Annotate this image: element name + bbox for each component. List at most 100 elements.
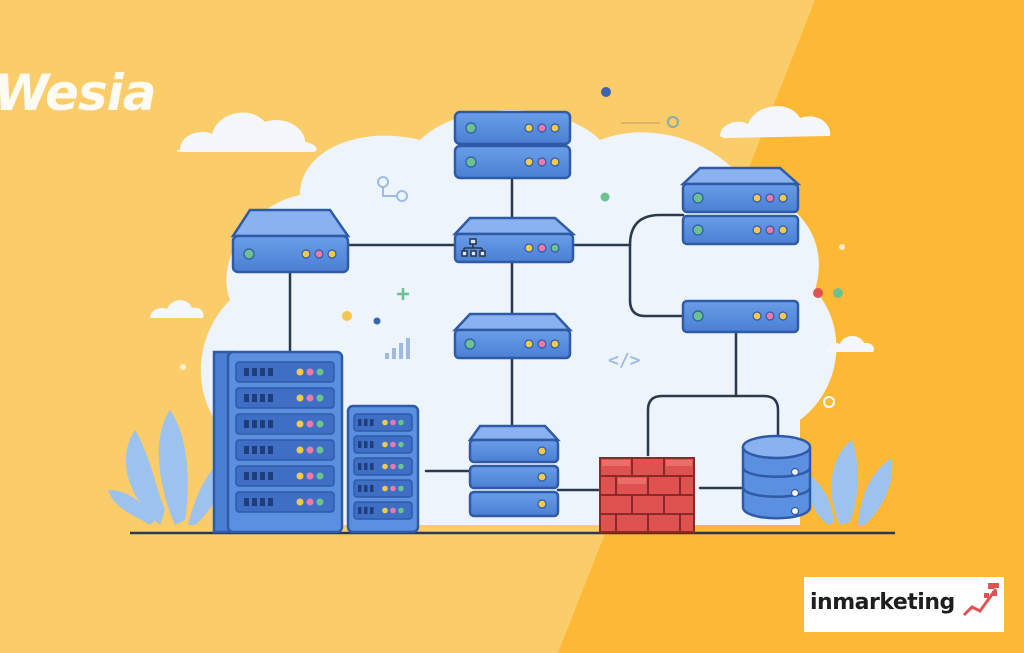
rack-vent [252, 472, 257, 480]
rack-vent [364, 419, 368, 426]
rack-vent [364, 507, 368, 514]
rack-vent [252, 394, 257, 402]
rack-led [306, 446, 314, 454]
rack-vent [370, 485, 374, 492]
rack-led [382, 441, 388, 448]
rack-led [306, 368, 314, 376]
rack-drive-bay [235, 465, 335, 487]
status-leds [243, 248, 337, 260]
rack-led [390, 485, 396, 492]
rack-vent [244, 472, 249, 480]
rack-vent [358, 485, 362, 492]
rack-vent [244, 394, 249, 402]
chart-icon [385, 338, 410, 359]
rack-vent [370, 419, 374, 426]
rack-led [306, 394, 314, 402]
rack-led [398, 485, 404, 492]
rack-led [390, 507, 396, 514]
status-leds [524, 243, 560, 253]
plant-left [108, 410, 228, 525]
status-leds [692, 192, 788, 236]
rack-vent [268, 498, 273, 506]
rack-vent [358, 419, 362, 426]
rack-led [316, 446, 324, 454]
rack-vent [244, 498, 249, 506]
rack-led [306, 420, 314, 428]
rack-led [398, 463, 404, 470]
database-icon [741, 434, 812, 520]
rack-led [296, 472, 304, 480]
rack-drive-bay [235, 361, 335, 383]
rack-vent [268, 446, 273, 454]
rack-vent [358, 463, 362, 470]
rack-rows [235, 361, 413, 520]
code-icon: </> [608, 350, 641, 371]
cloud-icon [826, 335, 874, 352]
rack-vent [268, 368, 273, 376]
rack-vent [268, 394, 273, 402]
rack-vent [260, 420, 265, 428]
rack-vent [370, 441, 374, 448]
rack-led [390, 463, 396, 470]
status-leds [465, 122, 560, 168]
status-leds [537, 446, 547, 509]
cloud-icon [150, 300, 204, 318]
server-stack-center [467, 424, 561, 518]
rack-vent [260, 394, 265, 402]
cloud-icon [176, 112, 317, 152]
rack-vent [260, 368, 265, 376]
rack-drive-bay [235, 491, 335, 513]
rack-vent [244, 420, 249, 428]
rack-vent [268, 472, 273, 480]
rack-led [390, 419, 396, 426]
rack-vent [268, 420, 273, 428]
rack-drive-bay [235, 439, 335, 461]
rack-vent [260, 472, 265, 480]
rack-led [316, 472, 324, 480]
rack-led [296, 446, 304, 454]
rack-led [398, 507, 404, 514]
node-link-icon [377, 176, 408, 202]
rack-vent [358, 507, 362, 514]
rack-vent [364, 463, 368, 470]
rack-vent [358, 441, 362, 448]
rack-led [390, 441, 396, 448]
rack-led [296, 498, 304, 506]
plant-right [808, 440, 893, 525]
rack-vent [370, 507, 374, 514]
rack-vent [244, 446, 249, 454]
rack-led [316, 420, 324, 428]
rack-vent [252, 498, 257, 506]
rack-led [296, 368, 304, 376]
rack-led [382, 507, 388, 514]
brand-logo[interactable]: inmarketing [804, 577, 1004, 632]
server-unit [452, 312, 573, 360]
server-stack-right [679, 166, 802, 246]
router-left [230, 208, 351, 274]
server-unit [453, 110, 572, 180]
brand-name: inmarketing [810, 590, 955, 615]
cloud-icon [720, 106, 831, 138]
rack-led [306, 472, 314, 480]
rack-led [296, 420, 304, 428]
rack-vent [244, 368, 249, 376]
rack-vent [370, 463, 374, 470]
rack-vent [252, 446, 257, 454]
rack-vent [252, 368, 257, 376]
rack-led [398, 441, 404, 448]
rack-vent [260, 446, 265, 454]
connection-lines [288, 175, 780, 492]
rack-led [382, 419, 388, 426]
rack-vent [364, 485, 368, 492]
rack-led [316, 394, 324, 402]
rack-drive-bay [235, 413, 335, 435]
rack-vent [364, 441, 368, 448]
watermark-text: Wesia [0, 64, 157, 122]
status-leds [464, 338, 560, 350]
decorative-dots [180, 87, 845, 408]
rack-led [316, 368, 324, 376]
rack-led [382, 485, 388, 492]
rack-vent [252, 420, 257, 428]
status-leds [790, 467, 800, 516]
